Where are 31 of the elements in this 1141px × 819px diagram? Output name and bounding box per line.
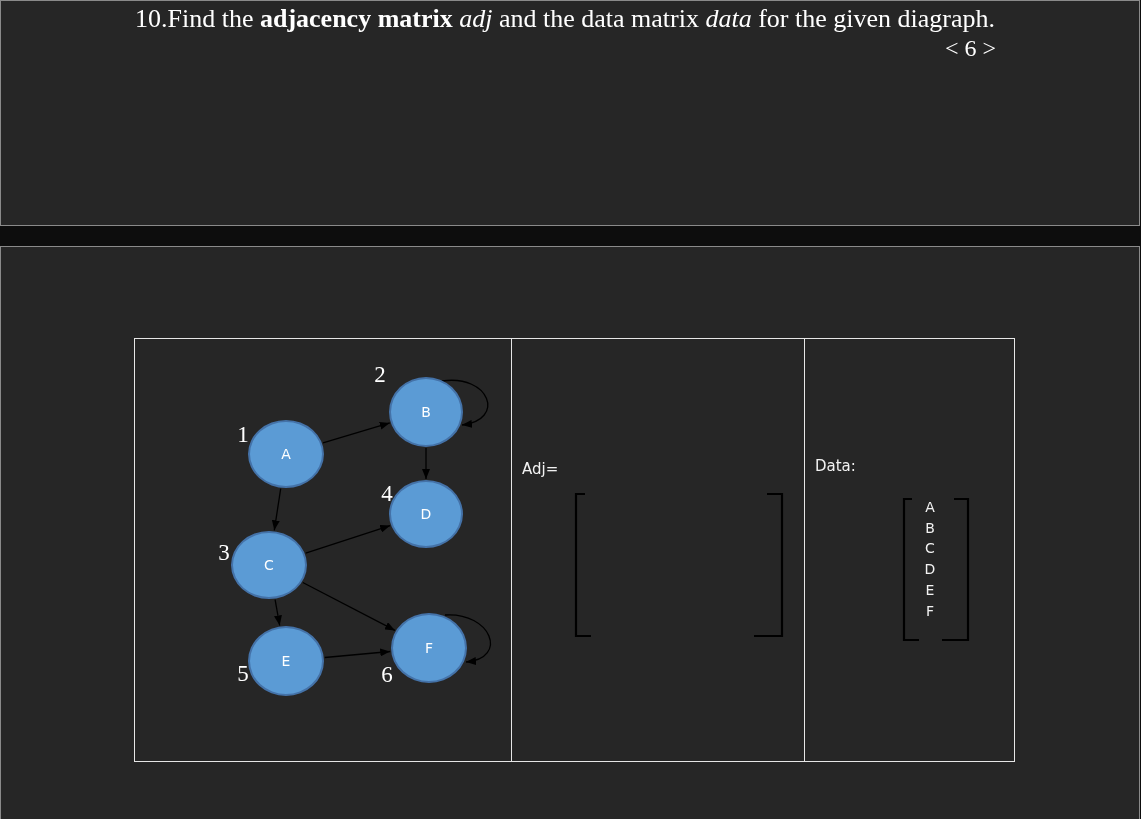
node-number: 4 bbox=[381, 482, 393, 506]
node-number: 2 bbox=[374, 363, 386, 387]
question-text: 10.Find the adjacency matrix adj and the data matrix data for the given diagraph. bbox=[135, 5, 995, 32]
vector-entry: C bbox=[925, 539, 935, 558]
arrow bbox=[422, 447, 430, 480]
node-label: B bbox=[421, 403, 431, 421]
node-number: 3 bbox=[218, 541, 230, 565]
node-number: 1 bbox=[237, 423, 249, 447]
arrow bbox=[324, 648, 391, 659]
vector-entry: A bbox=[925, 498, 935, 516]
arrow bbox=[271, 488, 282, 531]
node-label: F bbox=[424, 639, 434, 657]
node-label: A bbox=[281, 445, 291, 463]
node-label: E bbox=[281, 652, 291, 670]
arrow bbox=[302, 581, 396, 632]
node-label: D bbox=[420, 505, 432, 523]
node-number: 6 bbox=[381, 663, 393, 687]
vector-entry: F bbox=[925, 601, 935, 620]
matrix-label: Adj= bbox=[522, 460, 559, 479]
vector-entry: D bbox=[924, 560, 936, 579]
node-number: 5 bbox=[237, 662, 249, 686]
matrix-label: Data: bbox=[815, 457, 856, 476]
vector-entry: E bbox=[925, 580, 935, 599]
arrow bbox=[322, 421, 391, 444]
vector-entry: B bbox=[925, 518, 935, 537]
arrow bbox=[305, 524, 391, 554]
marks-label: < 6 > bbox=[944, 35, 996, 61]
arrow bbox=[274, 598, 282, 627]
self-loop-arrow bbox=[441, 379, 489, 427]
self-loop-arrow bbox=[444, 614, 491, 665]
node-label: C bbox=[264, 556, 274, 574]
